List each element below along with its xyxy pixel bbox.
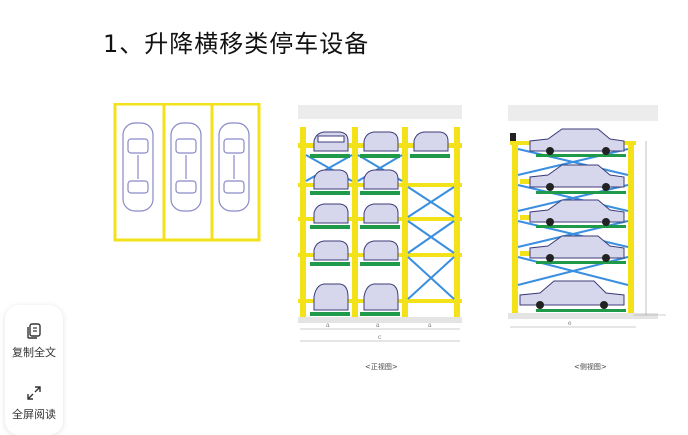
copy-icon (27, 323, 41, 339)
side-view-caption: <侧视图> (574, 363, 607, 371)
dim-a3: a (428, 322, 432, 329)
page-heading: 1、升降横移类停车设备 (103, 30, 370, 58)
floating-toolbar: 复制全文 全屏阅读 (5, 305, 63, 435)
side-view-figure: e (506, 105, 682, 363)
front-view-figure: a a a c (296, 105, 464, 363)
front-view-caption: <正视图> (365, 363, 398, 371)
expand-icon (27, 386, 41, 400)
dim-a2: a (376, 322, 380, 329)
copy-all-label: 复制全文 (12, 346, 56, 359)
copy-all-button[interactable]: 复制全文 (5, 322, 63, 360)
fullscreen-label: 全屏阅读 (12, 408, 56, 421)
dim-a1: a (326, 322, 330, 329)
dim-c: c (378, 334, 382, 341)
dim-e: e (568, 320, 572, 327)
top-view-figure (113, 103, 263, 243)
fullscreen-button[interactable]: 全屏阅读 (5, 384, 63, 422)
